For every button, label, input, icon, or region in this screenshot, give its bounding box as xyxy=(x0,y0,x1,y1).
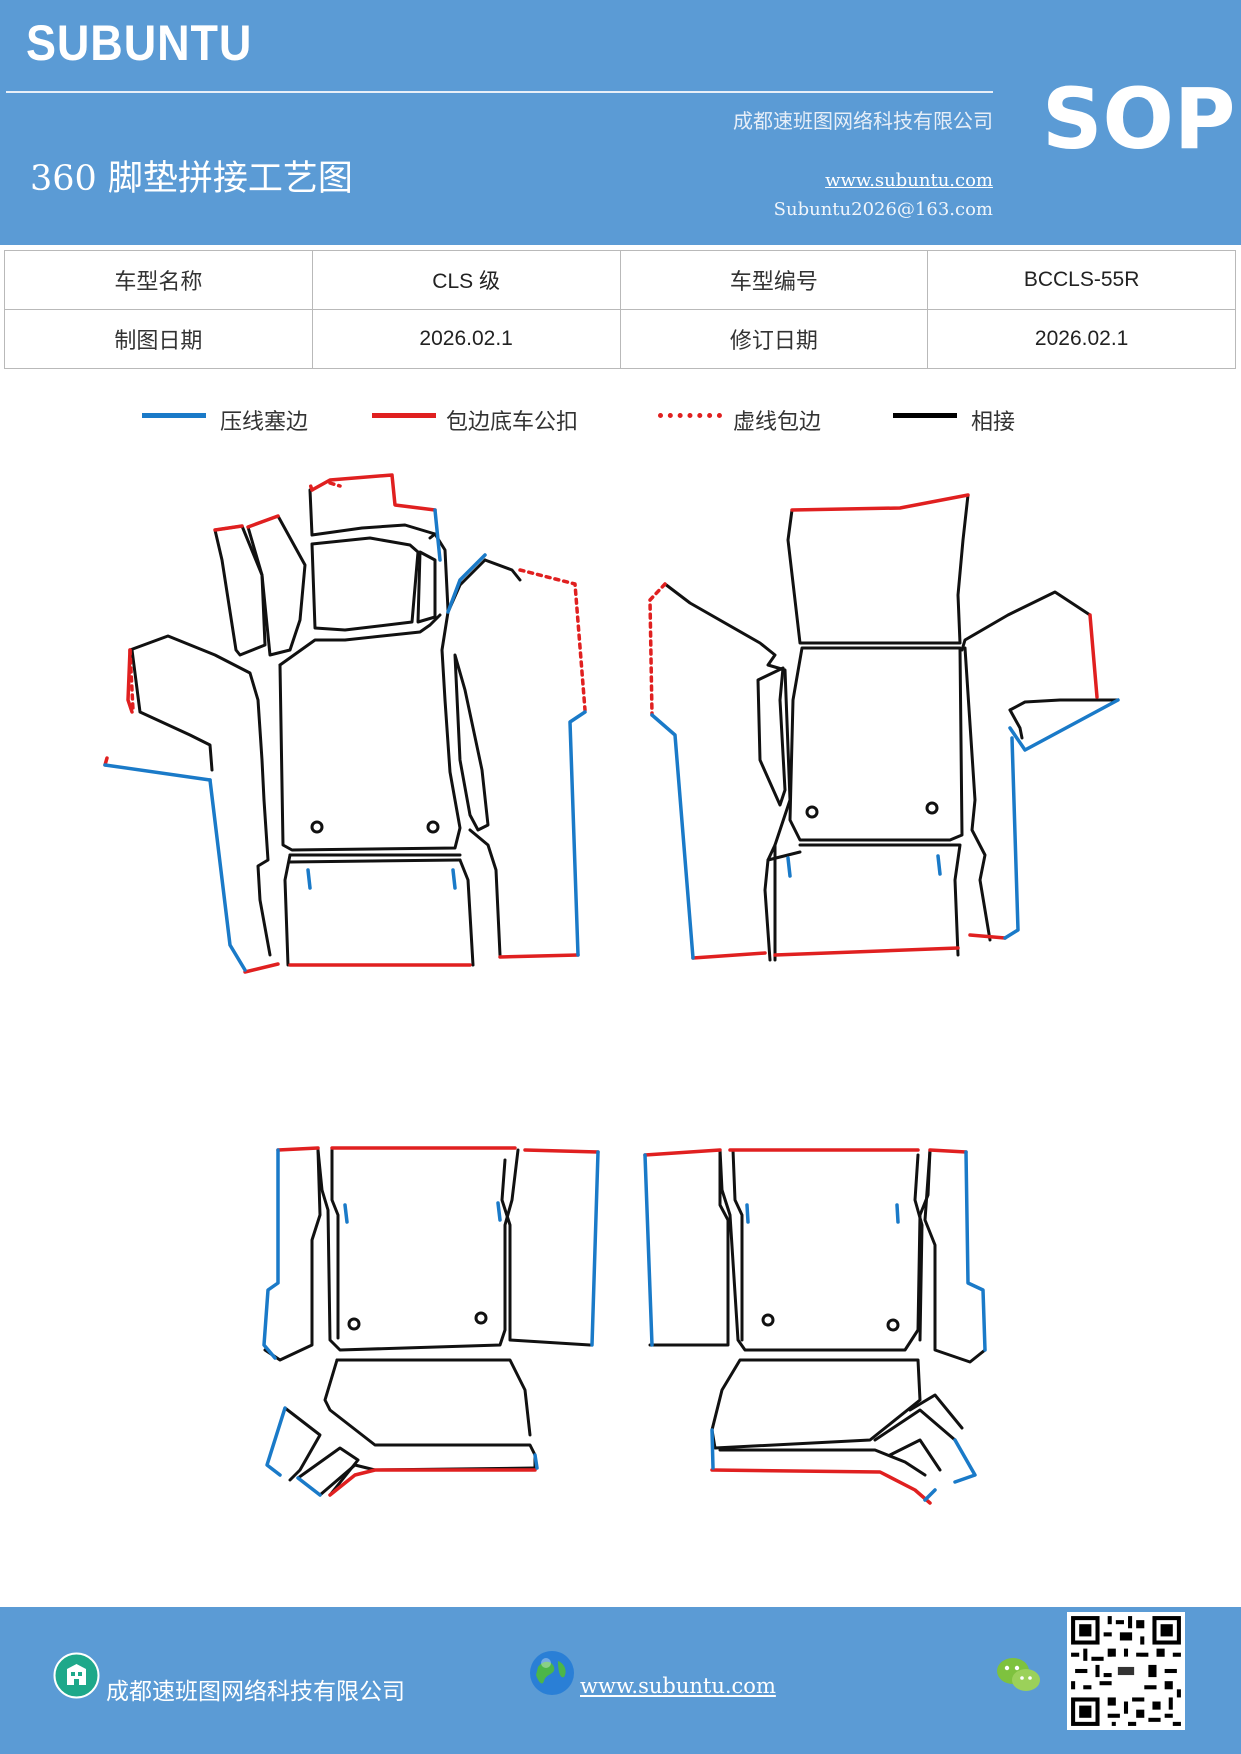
legend-swatch-black xyxy=(893,413,957,418)
revise-date-label: 修订日期 xyxy=(619,309,929,369)
wechat-icon xyxy=(997,1658,1040,1691)
globe-icon xyxy=(530,1651,574,1695)
sop-badge: SOP xyxy=(1042,70,1236,168)
footer-banner: 成都速班图网络科技有限公司 www.subuntu.com xyxy=(0,1607,1241,1754)
model-name-label: 车型名称 xyxy=(4,250,313,310)
legend-swatch-blue xyxy=(142,413,206,418)
footer-company: 成都速班图网络科技有限公司 xyxy=(106,1679,405,1705)
footer-website-link[interactable]: www.subuntu.com xyxy=(580,1674,776,1698)
table-row: 车型名称 CLS 级 车型编号 BCCLS-55R xyxy=(4,250,1236,310)
floor-mat-diagram xyxy=(103,473,1120,1505)
model-code-value: BCCLS-55R xyxy=(927,250,1236,310)
draw-date-value: 2026.02.1 xyxy=(311,309,621,369)
header-banner: SUBUNTU 成都速班图网络科技有限公司 360 脚垫拼接工艺图 www.su… xyxy=(0,0,1241,245)
header-website-link[interactable]: www.subuntu.com xyxy=(825,170,993,191)
legend-swatch-red-dotted xyxy=(658,413,722,418)
legend-label: 包边底车公扣 xyxy=(446,410,579,435)
header-divider xyxy=(6,91,993,93)
qr-code[interactable] xyxy=(1067,1612,1185,1730)
legend-label: 虚线包边 xyxy=(733,410,822,435)
page-title: 360 脚垫拼接工艺图 xyxy=(30,159,353,199)
legend-swatch-red xyxy=(372,413,436,418)
legend-label: 相接 xyxy=(971,410,1016,435)
model-name-value: CLS 级 xyxy=(311,250,621,310)
building-icon xyxy=(53,1652,100,1699)
info-table: 车型名称 CLS 级 车型编号 BCCLS-55R 制图日期 2026.02.1… xyxy=(4,250,1236,369)
header-email: Subuntu2026@163.com xyxy=(773,199,993,220)
table-row: 制图日期 2026.02.1 修订日期 2026.02.1 xyxy=(4,309,1236,369)
model-code-label: 车型编号 xyxy=(619,250,929,310)
revise-date-value: 2026.02.1 xyxy=(927,309,1236,369)
header-company: 成都速班图网络科技有限公司 xyxy=(733,109,993,133)
draw-date-label: 制图日期 xyxy=(4,309,313,369)
legend-label: 压线塞边 xyxy=(220,410,309,435)
brand-logo: SUBUNTU xyxy=(26,15,253,71)
